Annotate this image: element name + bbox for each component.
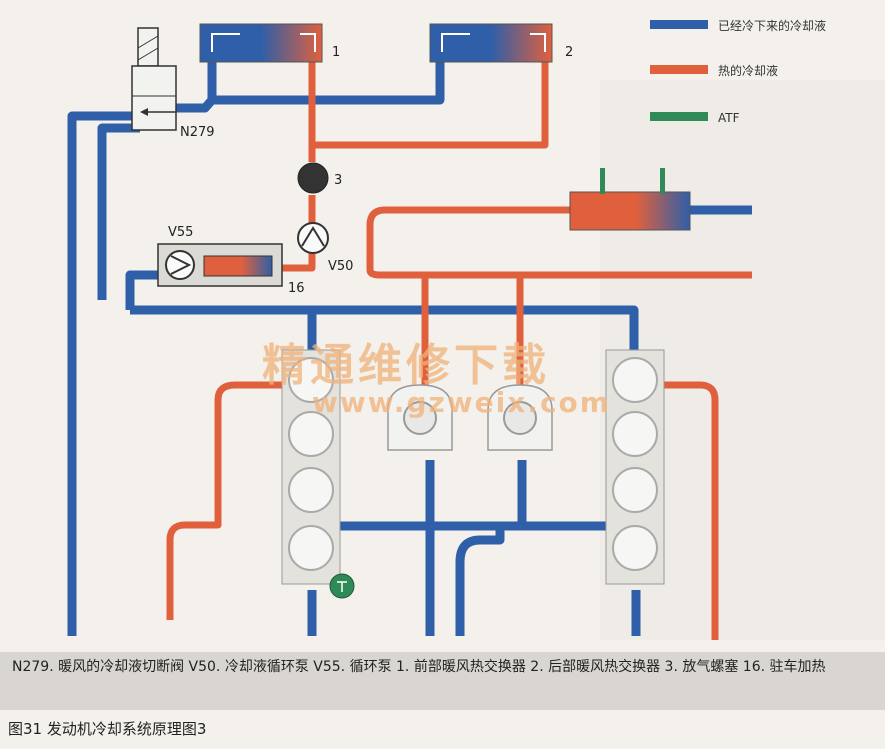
atf-heat-exchanger bbox=[569, 168, 691, 231]
v50-pump bbox=[297, 222, 329, 254]
label-3: 3 bbox=[334, 173, 342, 188]
label-v50: V50 bbox=[328, 259, 353, 274]
label-2: 2 bbox=[565, 45, 573, 60]
watermark-title: 精通维修下载 bbox=[262, 340, 550, 391]
v55-pump bbox=[165, 250, 195, 280]
rear-heater-core bbox=[429, 23, 553, 63]
legend-label-cold: 已经冷下来的冷却液 bbox=[718, 18, 826, 33]
label-v55: V55 bbox=[168, 225, 193, 240]
engine-water-pump-right bbox=[487, 384, 553, 451]
n279-valve bbox=[131, 27, 177, 131]
right-cylinder-bank bbox=[605, 349, 665, 585]
bleed-screw bbox=[297, 162, 329, 194]
legend-swatch-cold bbox=[650, 20, 708, 29]
caption-background bbox=[0, 652, 885, 710]
parking-heater bbox=[203, 255, 273, 277]
figure-title: 图31 发动机冷却系统原理图3 bbox=[8, 720, 207, 738]
cold-coolant-pipes bbox=[67, 60, 752, 636]
left-cylinder-bank bbox=[281, 349, 341, 585]
watermark-url: www.gzweix.com bbox=[312, 386, 611, 419]
legend-label-atf: ATF bbox=[718, 111, 740, 125]
figure-caption: N279. 暖风的冷却液切断阀 V50. 冷却液循环泵 V55. 循环泵 1. … bbox=[12, 659, 826, 675]
legend-label-hot: 热的冷却液 bbox=[718, 63, 778, 78]
legend-swatch-atf bbox=[650, 112, 708, 121]
label-16: 16 bbox=[288, 281, 305, 296]
front-heater-core bbox=[199, 23, 323, 63]
label-n279: N279 bbox=[180, 125, 215, 140]
hot-coolant-pipes bbox=[166, 60, 752, 640]
legend-swatch-hot bbox=[650, 65, 708, 74]
legend: 已经冷下来的冷却液 热的冷却液 ATF bbox=[650, 18, 826, 125]
engine-water-pump-left bbox=[387, 384, 453, 451]
cooling-system-diagram: 1 2 N279 3 V50 V55 16 bbox=[67, 18, 827, 640]
label-1: 1 bbox=[332, 45, 340, 60]
